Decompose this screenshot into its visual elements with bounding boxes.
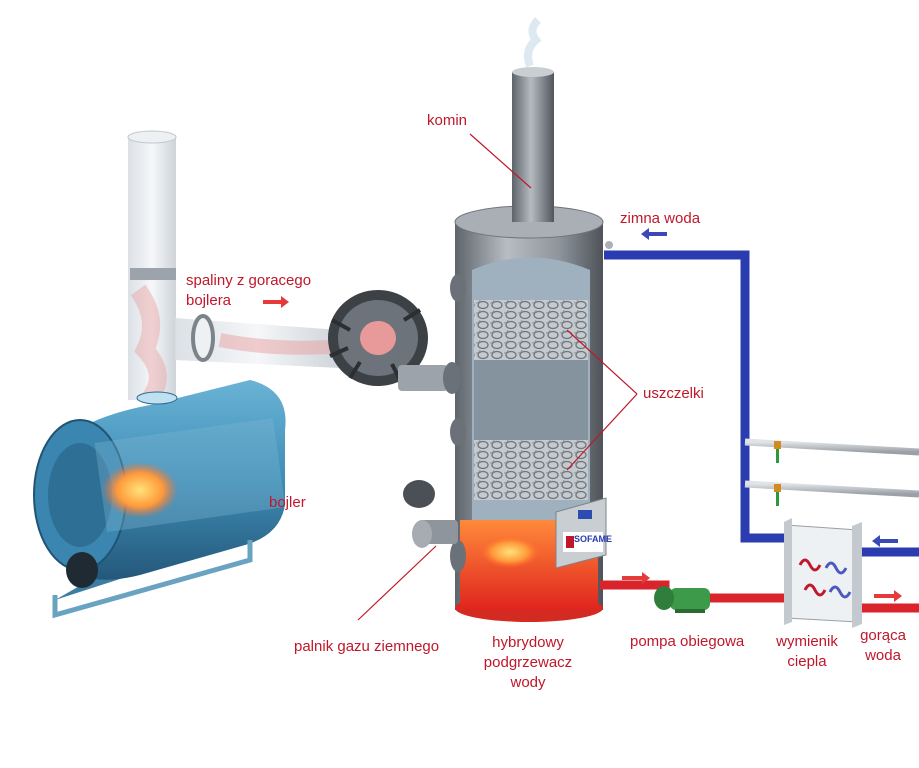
chimney: [512, 17, 554, 222]
heat-exchanger: [784, 518, 862, 628]
exhaust-duct: [175, 314, 340, 368]
label-spaliny-line2: bojlera: [186, 292, 232, 309]
label-hybrydowy-line3: wody: [510, 674, 546, 691]
label-bojler: bojler: [269, 494, 306, 511]
label-uszczelki: uszczelki: [643, 385, 704, 402]
arrow-hot-out-right: [874, 590, 902, 602]
label-spaliny-line1: spaliny z goracego: [186, 272, 312, 289]
label-wymiennik-line1: wymienik: [776, 633, 838, 650]
boiler: [33, 380, 286, 619]
leader-lines: [357, 133, 638, 621]
circulation-pump: [654, 586, 710, 613]
label-goraca-line1: gorąca: [860, 627, 906, 644]
control-panel: [555, 497, 607, 569]
label-komin: komin: [427, 112, 468, 129]
hot-water-pipe: [600, 580, 919, 613]
exhaust-stack-left: [127, 130, 177, 404]
label-palnik-gazu: palnik gazu ziemnego: [294, 638, 440, 655]
arrow-cold-return-left: [872, 535, 898, 547]
label-zimna-woda: zimna woda: [620, 210, 701, 227]
exhaust-fan: [328, 290, 448, 391]
arrow-cold-water-left: [641, 228, 667, 240]
hybrid-water-heater: [443, 205, 604, 622]
label-hybrydowy-line2: podgrzewacz: [483, 654, 573, 671]
arrow-exhaust-right: [263, 296, 289, 308]
gas-burner: [403, 480, 458, 548]
arrow-pump-right: [622, 572, 650, 584]
cold-water-pipe: [604, 241, 919, 557]
label-hybrydowy-line1: hybrydowy: [492, 634, 564, 651]
sofame-logo: SOFAME: [574, 534, 613, 544]
label-goraca-line2: woda: [865, 647, 901, 664]
grey-pipes: [744, 438, 919, 506]
label-wymiennik-line2: ciepla: [787, 653, 827, 670]
label-pompa-obiegowa: pompa obiegowa: [630, 633, 745, 650]
